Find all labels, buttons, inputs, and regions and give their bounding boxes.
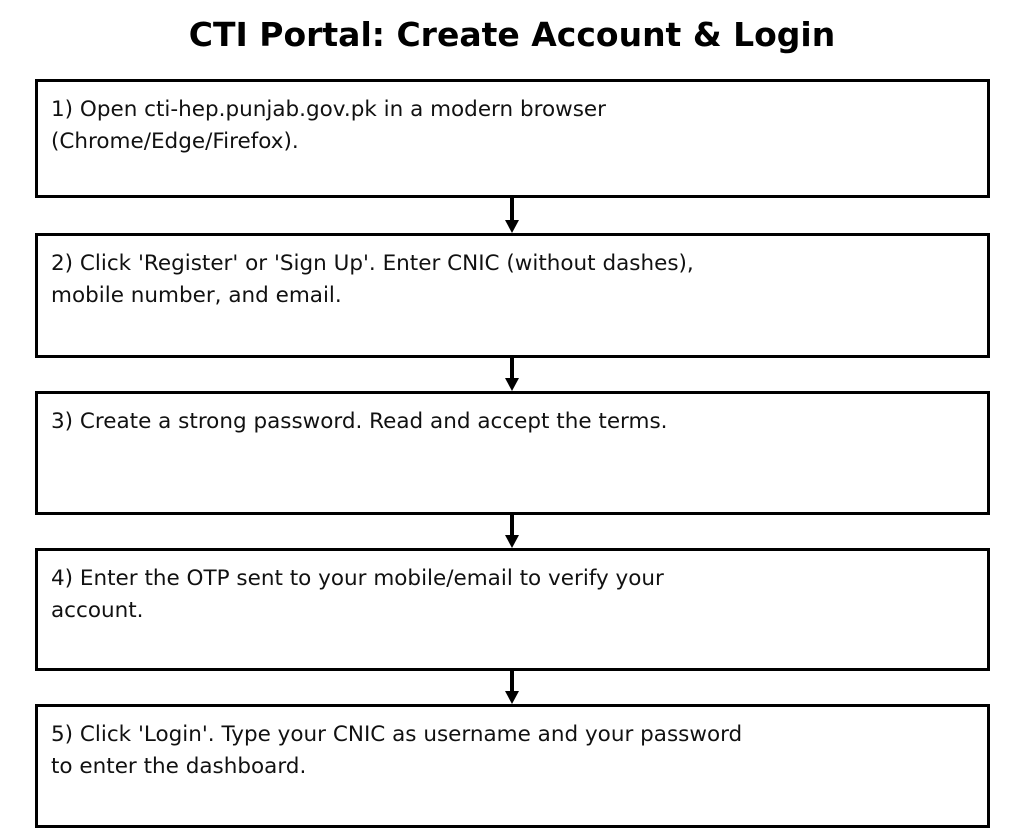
flow-step-box-1[interactable]: 1) Open cti-hep.punjab.gov.pk in a moder… bbox=[35, 79, 990, 198]
flow-arrow-4-to-5 bbox=[505, 671, 519, 704]
arrow-shaft bbox=[510, 358, 514, 378]
arrow-head-icon bbox=[505, 535, 519, 548]
flow-step-text-1: 1) Open cti-hep.punjab.gov.pk in a moder… bbox=[51, 97, 606, 154]
flow-arrow-3-to-4 bbox=[505, 515, 519, 548]
page-title: CTI Portal: Create Account & Login bbox=[188, 15, 836, 54]
flow-step-text-3: 3) Create a strong password. Read and ac… bbox=[51, 409, 668, 434]
flow-arrow-2-to-3 bbox=[505, 358, 519, 391]
arrow-head-icon bbox=[505, 378, 519, 391]
arrow-head-icon bbox=[505, 691, 519, 704]
flow-step-box-5[interactable]: 5) Click 'Login'. Type your CNIC as user… bbox=[35, 704, 990, 828]
arrow-shaft bbox=[510, 671, 514, 691]
arrow-head-icon bbox=[505, 220, 519, 233]
arrow-shaft bbox=[510, 515, 514, 535]
flow-step-text-2: 2) Click 'Register' or 'Sign Up'. Enter … bbox=[51, 251, 694, 308]
flow-step-text-4: 4) Enter the OTP sent to your mobile/ema… bbox=[51, 566, 664, 623]
flow-step-box-4[interactable]: 4) Enter the OTP sent to your mobile/ema… bbox=[35, 548, 990, 671]
flow-step-text-5: 5) Click 'Login'. Type your CNIC as user… bbox=[51, 722, 743, 779]
flow-arrow-1-to-2 bbox=[505, 198, 519, 233]
arrow-shaft bbox=[510, 198, 514, 220]
flow-step-box-3[interactable]: 3) Create a strong password. Read and ac… bbox=[35, 391, 990, 515]
flowchart-canvas: CTI Portal: Create Account & Login 1) Op… bbox=[35, 15, 990, 828]
flow-step-box-2[interactable]: 2) Click 'Register' or 'Sign Up'. Enter … bbox=[35, 233, 990, 358]
